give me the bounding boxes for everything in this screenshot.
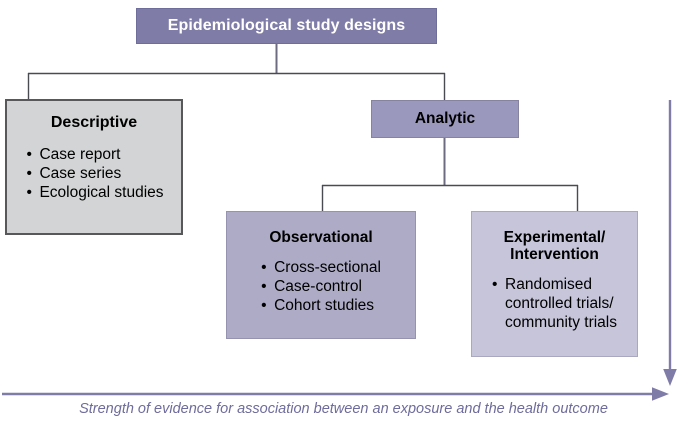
list-item: Randomised controlled trials/ community … <box>492 276 617 333</box>
node-epidemiological-study-designs: Epidemiological study designs <box>136 8 437 44</box>
node-item-list: Randomised controlled trials/ community … <box>492 276 617 333</box>
node-title: Observational <box>269 229 373 246</box>
node-analytic: Analytic <box>371 100 519 138</box>
node-experimental-intervention: Experimental/ Intervention Randomised co… <box>471 211 638 357</box>
node-title: Epidemiological study designs <box>167 17 406 35</box>
list-item: Case series <box>26 165 163 184</box>
node-title: Experimental/ Intervention <box>503 229 606 264</box>
node-title: Descriptive <box>50 114 138 131</box>
list-item: Cross-sectional <box>261 259 381 278</box>
list-item: Case-control <box>261 278 381 297</box>
node-item-list: Cross-sectional Case-control Cohort stud… <box>261 259 381 316</box>
node-item-list: Case report Case series Ecological studi… <box>26 146 163 203</box>
node-descriptive: Descriptive Case report Case series Ecol… <box>5 99 183 235</box>
list-item: Cohort studies <box>261 297 381 316</box>
diagram-caption: Strength of evidence for association bet… <box>79 401 608 417</box>
node-title: Analytic <box>414 110 476 128</box>
node-observational: Observational Cross-sectional Case-contr… <box>226 211 416 339</box>
list-item: Ecological studies <box>26 184 163 203</box>
list-item: Case report <box>26 146 163 165</box>
